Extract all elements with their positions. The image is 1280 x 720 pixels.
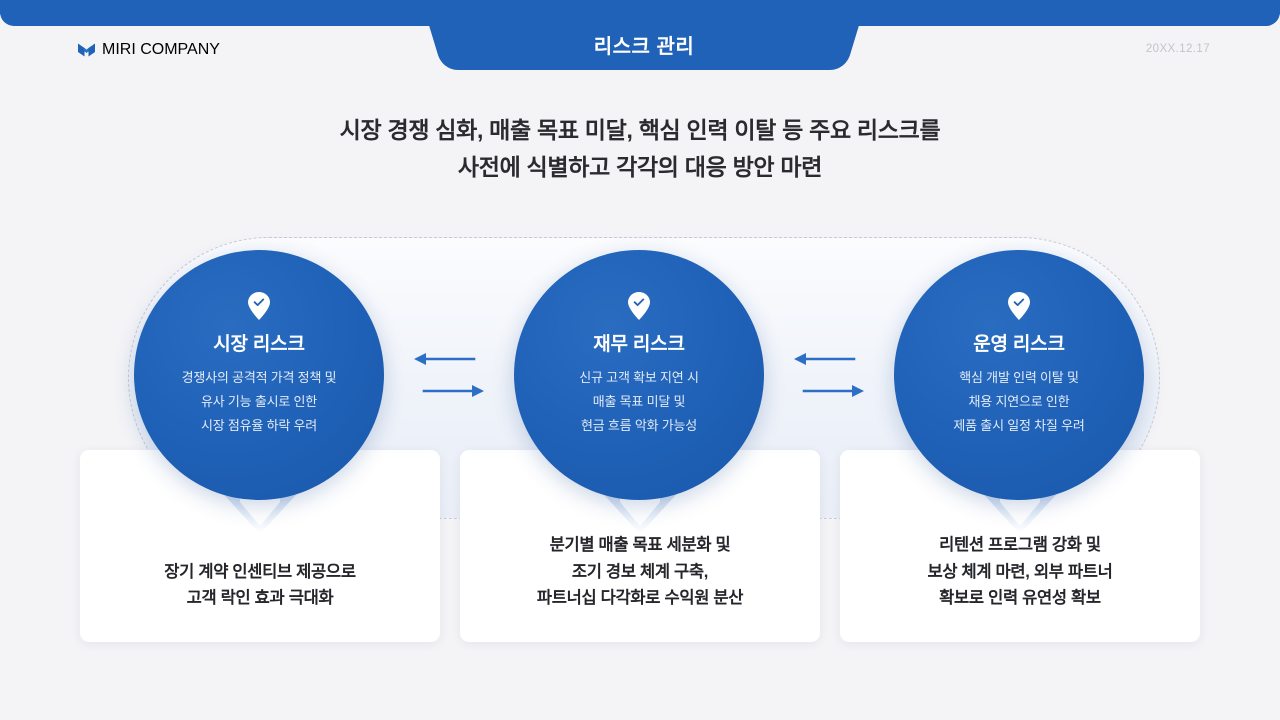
location-pin-check-icon <box>248 292 270 320</box>
risk-description: 경쟁사의 공격적 가격 정책 및 유사 기능 출시로 인한 시장 점유율 하락 … <box>181 370 337 434</box>
location-pin-check-icon <box>628 292 650 320</box>
bowtie-logo-icon <box>78 43 95 57</box>
risk-title: 시장 리스크 <box>213 334 305 355</box>
action-card-text: 분기별 매출 목표 세분화 및 조기 경보 체계 구축, 파트너십 다각화로 수… <box>536 535 744 608</box>
risk-title: 재무 리스크 <box>593 334 685 355</box>
risk-circle-3[interactable]: 운영 리스크 핵심 개발 인력 이탈 및 채용 지연으로 인한 제품 출시 일정… <box>894 250 1144 500</box>
action-card-text: 리텐션 프로그램 강화 및 보상 체계 마련, 외부 파트너 확보로 인력 유연… <box>927 535 1113 608</box>
headline-text: 시장 경쟁 심화, 매출 목표 미달, 핵심 인력 이탈 등 주요 리스크를 사… <box>339 117 941 181</box>
brand-logo: MIRI COMPANY <box>78 41 220 59</box>
risk-circle-1[interactable]: 시장 리스크 경쟁사의 공격적 가격 정책 및 유사 기능 출시로 인한 시장 … <box>134 250 384 500</box>
bidirectional-arrows-icon-1 <box>410 345 488 405</box>
slide-date: 20XX.12.17 <box>1145 43 1210 55</box>
action-card-text: 장기 계약 인센티브 제공으로 고객 락인 효과 극대화 <box>164 562 356 608</box>
brand-name: MIRI COMPANY <box>102 41 220 58</box>
slide-title-tab <box>398 0 890 70</box>
risk-description: 핵심 개발 인력 이탈 및 채용 지연으로 인한 제품 출시 일정 차질 우려 <box>953 370 1085 434</box>
risk-description: 신규 고객 확보 지연 시 매출 목표 미달 및 현금 흐름 악화 가능성 <box>579 370 699 434</box>
location-pin-check-icon <box>1008 292 1030 320</box>
bidirectional-arrows-icon-2 <box>790 345 868 405</box>
risk-circle-2[interactable]: 재무 리스크 신규 고객 확보 지연 시 매출 목표 미달 및 현금 흐름 악화… <box>514 250 764 500</box>
page-title: 리스크 관리 <box>593 35 695 58</box>
risk-title: 운영 리스크 <box>973 334 1065 355</box>
